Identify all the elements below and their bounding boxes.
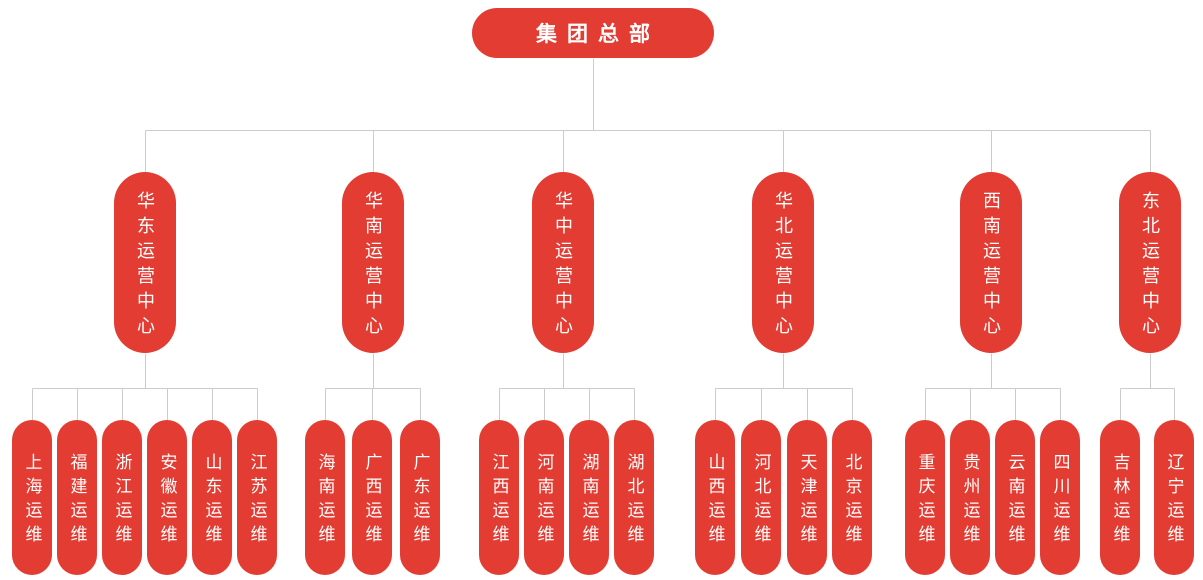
leaf-node-zhejiang: 浙江运维 [102, 420, 142, 575]
branch-node-north-china: 华北运营中心 [752, 172, 814, 353]
leaf-node-shandong: 山东运维 [192, 420, 232, 575]
branch-node-central-china: 华中运营中心 [532, 172, 594, 353]
root-node-group-headquarters: 集团总部 [472, 8, 714, 58]
leaf-node-jiangxi: 江西运维 [479, 420, 519, 575]
leaf-node-chongqing: 重庆运维 [905, 420, 945, 575]
leaf-node-sichuan: 四川运维 [1040, 420, 1080, 575]
leaf-node-hebei: 河北运维 [741, 420, 781, 575]
leaf-node-yunnan: 云南运维 [995, 420, 1035, 575]
branch-node-northeast: 东北运营中心 [1119, 172, 1181, 353]
leaf-node-liaoning: 辽宁运维 [1154, 420, 1194, 575]
leaf-node-jiangsu: 江苏运维 [237, 420, 277, 575]
leaf-node-fujian: 福建运维 [57, 420, 97, 575]
branch-node-east-china: 华东运营中心 [114, 172, 176, 353]
leaf-node-shanghai: 上海运维 [12, 420, 52, 575]
leaf-node-anhui: 安徽运维 [147, 420, 187, 575]
leaf-node-hunan: 湖南运维 [569, 420, 609, 575]
leaf-node-tianjin: 天津运维 [787, 420, 827, 575]
branch-node-southwest: 西南运营中心 [960, 172, 1022, 353]
branch-node-south-china: 华南运营中心 [342, 172, 404, 353]
leaf-node-hubei: 湖北运维 [614, 420, 654, 575]
leaf-node-guangxi: 广西运维 [352, 420, 392, 575]
leaf-node-henan: 河南运维 [524, 420, 564, 575]
leaf-node-hainan: 海南运维 [305, 420, 345, 575]
leaf-node-shanxi: 山西运维 [695, 420, 735, 575]
leaf-node-guangdong: 广东运维 [400, 420, 440, 575]
leaf-node-guizhou: 贵州运维 [950, 420, 990, 575]
leaf-node-jilin: 吉林运维 [1100, 420, 1140, 575]
leaf-node-beijing: 北京运维 [832, 420, 872, 575]
